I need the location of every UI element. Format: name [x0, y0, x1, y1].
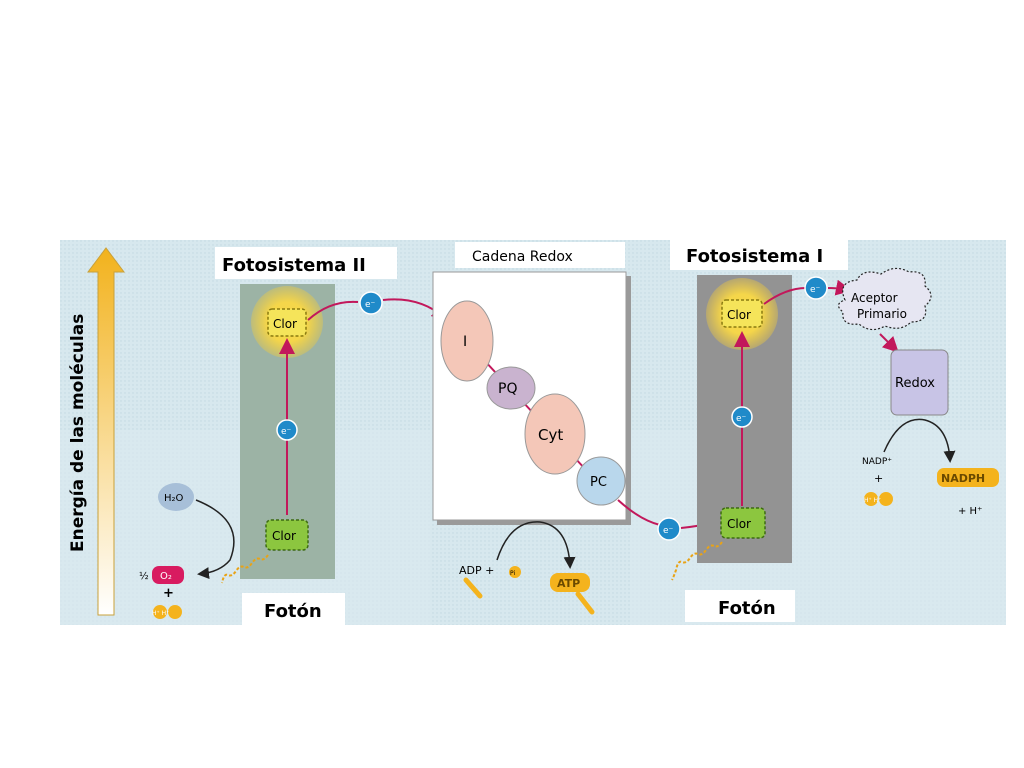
atp-icon	[550, 573, 590, 592]
ps1-chlorophyll-top	[721, 299, 763, 328]
photosystem-i: Fotosistema I Clor e⁻ Clor Fotón e⁻ Acep…	[670, 240, 999, 622]
cyt-oval	[524, 393, 586, 475]
adp-tail-icon	[463, 577, 483, 599]
nadp-plus: +	[874, 472, 883, 485]
proton-icon	[153, 605, 167, 619]
half-label: ½	[139, 570, 149, 582]
nadph-plus-h: + H⁺	[958, 506, 982, 517]
chain-to-electron-arrow	[617, 499, 661, 526]
oxygen-label: O₂	[160, 571, 172, 582]
primary-acceptor-cloud	[837, 267, 932, 331]
protons-label: H⁺ H⁺	[152, 610, 169, 617]
redox-chain-title: Cadena Redox	[472, 249, 573, 265]
adp-label: ADP +	[459, 564, 494, 577]
complex-i-oval	[440, 300, 494, 382]
acceptor-line2: Primario	[857, 307, 907, 321]
ps2-chlorophyll-top	[267, 308, 307, 337]
ps1-photon-wave-icon	[671, 541, 723, 581]
photosystem-ii: Fotosistema II Clor e⁻ Clor H₂O ½ O₂ + H…	[139, 247, 397, 625]
ps2-electron-label: e⁻	[281, 427, 292, 437]
h-ion-icon	[864, 492, 878, 506]
h-ion-icon	[879, 492, 893, 506]
pi-icon	[509, 566, 521, 578]
photon-2-box	[685, 590, 795, 622]
photon-1-box	[242, 593, 345, 625]
pq-oval	[486, 366, 536, 410]
pc-oval	[576, 456, 626, 506]
ps2-clor-top-label: Clor	[273, 317, 297, 331]
water-split-arrow	[195, 499, 235, 580]
ps1-to-electron-arrow	[763, 287, 807, 305]
pc-label: PC	[590, 475, 607, 490]
water-molecule-icon	[158, 483, 194, 511]
ps1-title-box	[670, 240, 848, 270]
ps1-title: Fotosistema I	[686, 246, 823, 267]
pi-label: Pi	[510, 570, 515, 577]
atp-tail-icon	[575, 591, 595, 615]
cyt-label: Cyt	[538, 426, 563, 444]
water-label: H₂O	[164, 493, 184, 504]
acceptor-to-redox-arrow	[879, 333, 899, 353]
ps1-electron-icon	[731, 406, 753, 428]
pq-label: PQ	[498, 381, 517, 397]
nadp-label: NADP⁺	[862, 457, 892, 467]
electron-1-label: e⁻	[365, 300, 376, 310]
oxygen-molecule-icon	[152, 566, 184, 584]
redox-box	[890, 349, 949, 416]
atp-label: ATP	[557, 577, 580, 590]
energy-axis: Energía de las moléculas	[68, 247, 125, 616]
photon-2-label: Fotón	[718, 598, 776, 619]
ps1-chlorophyll-bottom	[720, 507, 766, 539]
ps1-electron-label: e⁻	[736, 414, 747, 424]
electron-3-icon	[804, 276, 828, 300]
h-pair-label: H⁺ H⁺	[864, 497, 881, 504]
nadph-arrow	[883, 418, 956, 463]
electron-3-label: e⁻	[810, 285, 821, 295]
energy-arrow-icon	[87, 247, 125, 616]
ps2-plus: +	[163, 586, 174, 601]
atp-arrow	[496, 521, 576, 569]
redox-chain: Cadena Redox I PQ Cyt PC ADP + Pi ATP	[432, 242, 631, 615]
proton-icon	[168, 605, 182, 619]
nadph-label: NADPH	[941, 472, 985, 485]
acceptor-line1: Aceptor	[851, 291, 898, 305]
ps2-title-box	[215, 247, 397, 279]
energy-axis-label: Energía de las moléculas	[68, 314, 88, 552]
ps2-to-electron-arrow	[307, 300, 359, 321]
ps2-title: Fotosistema II	[222, 255, 366, 276]
electron-1-icon	[359, 291, 383, 315]
nadph-icon	[937, 468, 999, 487]
complex-i-label: I	[463, 334, 467, 350]
electron-2-icon	[657, 517, 681, 541]
redox-chain-title-box	[455, 242, 625, 268]
ps2-chlorophyll-bottom	[265, 519, 309, 551]
photon-1-label: Fotón	[264, 601, 322, 622]
electron-2-label: e⁻	[663, 526, 674, 536]
ps1-clor-top-label: Clor	[727, 308, 751, 322]
ps2-electron-icon	[276, 419, 298, 441]
redox-label: Redox	[895, 376, 935, 391]
ps1-clor-bottom-label: Clor	[727, 517, 751, 531]
ps2-clor-bottom-label: Clor	[272, 529, 296, 543]
